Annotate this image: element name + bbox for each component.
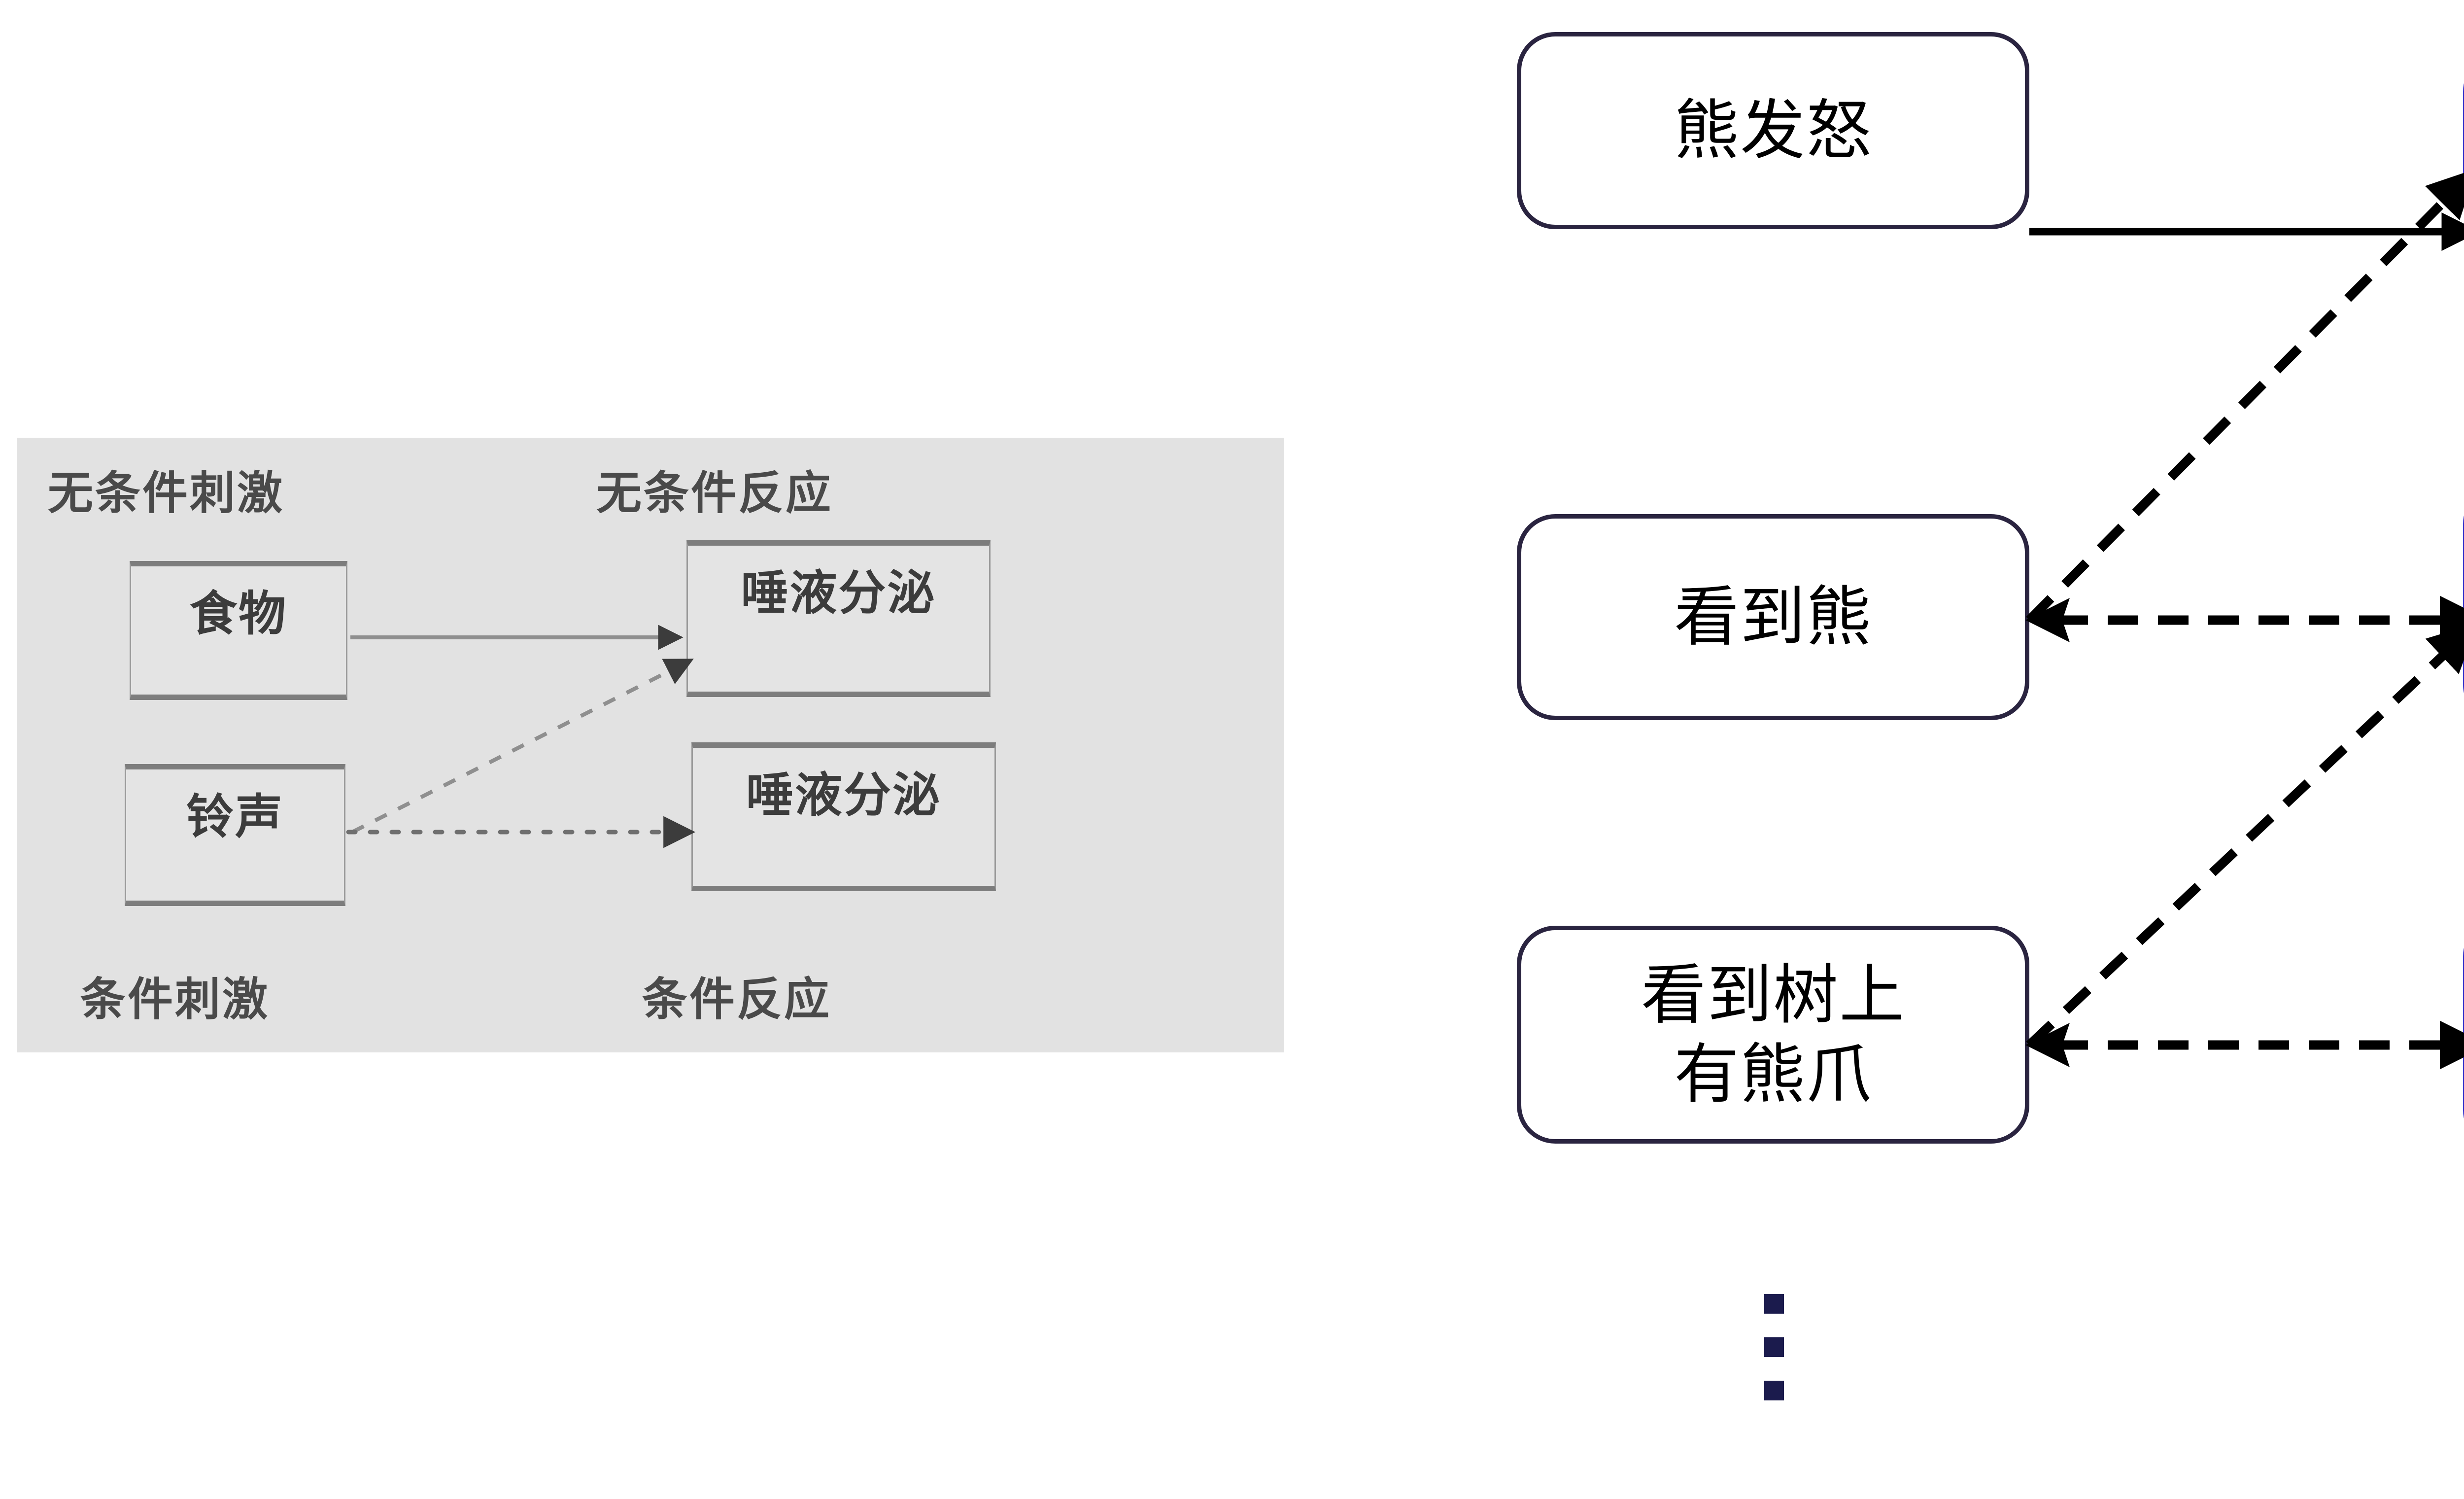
pavlov-box-salivation-unconditioned-label: 唾液分泌 xyxy=(741,567,936,620)
td-box-see-bear-claw[interactable]: 看到树上 有熊爪 xyxy=(1517,926,2029,1144)
td-box-bear-angry[interactable]: 熊发怒 xyxy=(1517,32,2029,229)
pavlov-box-food-label: 食物 xyxy=(190,588,287,640)
arrowhead-into-see-bear-claw xyxy=(2025,1023,2070,1067)
pavlov-box-salivation-conditioned: 唾液分泌 xyxy=(691,742,996,891)
arrowhead-into-see-bear xyxy=(2025,598,2070,642)
pavlov-box-bell: 铃声 xyxy=(125,764,345,906)
caption-conditioned-stimulus: 条件刺激 xyxy=(80,975,270,1025)
td-box-see-bear-label: 看到熊 xyxy=(1674,581,1872,654)
ellipsis-left-column xyxy=(1764,1294,1784,1400)
caption-unconditioned-stimulus: 无条件刺激 xyxy=(48,468,285,519)
pavlov-box-bell-label: 铃声 xyxy=(186,791,284,843)
edge-see-bear-claw-to-value-s-next xyxy=(2026,623,2464,1048)
td-box-see-bear-claw-label: 看到树上 有熊爪 xyxy=(1641,958,1905,1111)
pavlov-box-food: 食物 xyxy=(130,561,347,700)
edge-see-bear-to-reward xyxy=(2026,168,2464,624)
ellipsis-dot xyxy=(1764,1381,1784,1400)
ellipsis-dot xyxy=(1764,1337,1784,1357)
pavlov-box-salivation-conditioned-label: 唾液分泌 xyxy=(746,769,941,822)
pavlov-conditioning-panel: 无条件刺激 无条件反应 条件刺激 条件反应 食物 唾液分泌 铃声 唾液分泌 xyxy=(17,438,1284,1052)
pavlov-box-salivation-unconditioned: 唾液分泌 xyxy=(686,540,991,697)
td-box-bear-angry-label: 熊发怒 xyxy=(1674,94,1872,167)
caption-unconditioned-response: 无条件反应 xyxy=(596,468,833,519)
td-box-see-bear[interactable]: 看到熊 xyxy=(1517,514,2029,720)
caption-conditioned-response: 条件反应 xyxy=(642,975,832,1025)
pavlov-arrows xyxy=(346,625,695,848)
arrow-bell-to-salivation-unconditioned xyxy=(351,659,694,834)
ellipsis-dot xyxy=(1764,1294,1784,1314)
